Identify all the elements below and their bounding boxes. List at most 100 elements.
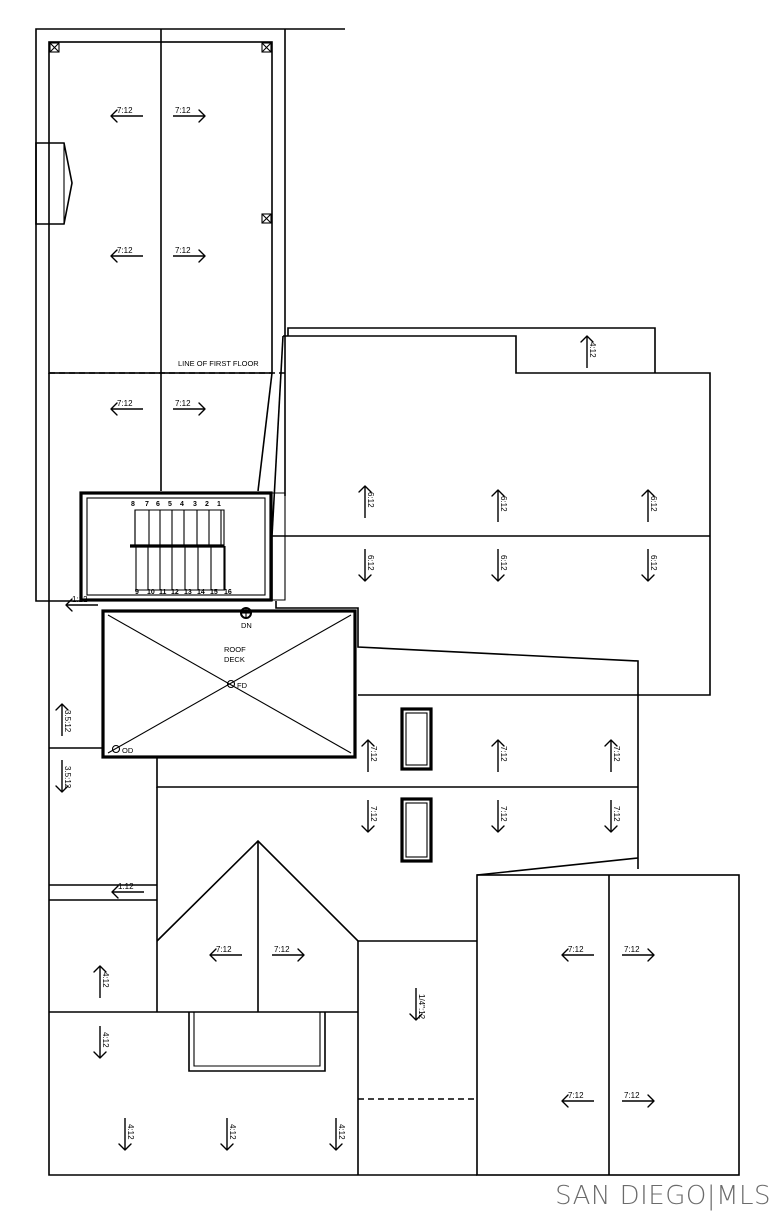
slope-arrow-left: 7:12 — [110, 246, 143, 263]
slope-arrow-up: 7:12 — [604, 739, 621, 772]
slope-label: 7:12 — [117, 106, 133, 115]
slope-label: 7:12 — [624, 945, 640, 954]
overflow-drain-label: OD — [122, 746, 134, 755]
slope-arrow-down: 1/4":12 — [409, 988, 426, 1021]
slope-label: 7:12 — [175, 106, 191, 115]
slope-label: 7:12 — [216, 945, 232, 954]
slope-label: 4:12 — [101, 1032, 110, 1048]
slope-arrow-down: 4:12 — [329, 1118, 346, 1151]
slope-label: 1/4":12 — [417, 994, 426, 1020]
stair-step-number: 15 — [210, 589, 218, 596]
stair-step-number: 9 — [135, 589, 139, 596]
upper-wing-outline — [35, 28, 345, 602]
middle-roof — [48, 601, 638, 1176]
slope-arrow-up: 6:12 — [358, 485, 375, 518]
slope-label: 6:12 — [649, 496, 658, 512]
slope-arrows: 7:12 7:12 7:12 7:12 7:12 7:12 4:12 6:12 6:12 6:12… — [55, 106, 658, 1151]
slope-label: 7:12 — [117, 246, 133, 255]
slope-label: 6:12 — [499, 496, 508, 512]
slope-arrow-right: 7:12 — [173, 399, 206, 416]
slope-label: 7:12 — [624, 1091, 640, 1100]
roof-deck-label-1: ROOF — [224, 645, 246, 654]
slope-arrow-left: 7:12 — [110, 399, 143, 416]
stair-step-number: 7 — [145, 501, 149, 508]
slope-arrow-up: 6:12 — [491, 489, 508, 522]
slope-arrow-up: 3.5:12 — [55, 703, 72, 736]
slope-label: 6:12 — [649, 555, 658, 571]
stair-step-number: 6 — [156, 501, 160, 508]
roof-deck — [101, 607, 357, 759]
stair-step-number: 4 — [180, 501, 184, 508]
roof-deck-label-2: DECK — [224, 655, 245, 664]
slope-label: 4:12 — [228, 1124, 237, 1140]
slope-arrow-right: 7:12 — [272, 945, 305, 962]
slope-arrow-left: 7:12 — [561, 1091, 594, 1108]
line-of-first-floor-label: LINE OF FIRST FLOOR — [178, 359, 259, 368]
slope-label: 6:12 — [366, 555, 375, 571]
upper-right-roof — [271, 327, 711, 869]
down-label: DN — [241, 621, 252, 630]
slope-label: 7:12 — [369, 806, 378, 822]
stair-step-number: 10 — [147, 589, 155, 596]
slope-label: 7:12 — [117, 399, 133, 408]
stair-step-number: 11 — [159, 589, 167, 596]
slope-label: 6:12 — [499, 555, 508, 571]
slope-label: 7:12 — [568, 945, 584, 954]
stair-step-number: 5 — [168, 501, 172, 508]
slope-arrow-right: 7:12 — [173, 106, 206, 123]
slope-arrow-up: 4:12 — [93, 965, 110, 998]
slope-label: 6:12 — [366, 492, 375, 508]
slope-arrow-down: 7:12 — [361, 800, 378, 833]
slope-arrow-left: 7:12 — [110, 106, 143, 123]
stair-step-number: 12 — [171, 589, 179, 596]
slope-arrow-up: 6:12 — [641, 489, 658, 522]
slope-arrow-left: 1:12 — [111, 882, 144, 899]
slope-arrow-right: 7:12 — [622, 1091, 655, 1108]
slope-label: 1:12 — [118, 882, 134, 891]
slope-arrow-up: 7:12 — [361, 739, 378, 772]
slope-arrow-left: 7:12 — [209, 945, 242, 962]
slope-label: 7:12 — [274, 945, 290, 954]
slope-arrow-left: 1:12 — [65, 595, 98, 612]
slope-arrow-down: 6:12 — [491, 549, 508, 582]
stair-step-number: 2 — [205, 501, 209, 508]
stair-step-number: 16 — [224, 589, 232, 596]
slope-arrow-right: 7:12 — [173, 246, 206, 263]
slope-arrow-down: 4:12 — [118, 1118, 135, 1151]
slope-label: 7:12 — [369, 746, 378, 762]
slope-arrow-right: 7:12 — [622, 945, 655, 962]
stair-step-number: 13 — [184, 589, 192, 596]
slope-arrow-down: 6:12 — [641, 549, 658, 582]
slope-label: 4:12 — [101, 972, 110, 988]
slope-arrow-down: 7:12 — [604, 800, 621, 833]
stair — [79, 491, 286, 602]
slope-label: 4:12 — [337, 1124, 346, 1140]
slope-label: 7:12 — [568, 1091, 584, 1100]
slope-arrow-down: 4:12 — [220, 1118, 237, 1151]
mls-watermark: SAN DIEGO|MLS — [555, 1181, 771, 1211]
slope-label: 3.5:12 — [63, 710, 72, 733]
slope-label: 7:12 — [499, 746, 508, 762]
stair-step-number: 1 — [217, 501, 221, 508]
slope-label: 7:12 — [175, 399, 191, 408]
slope-arrow-down: 7:12 — [491, 800, 508, 833]
slope-arrow-up: 7:12 — [491, 739, 508, 772]
slope-label: 3.5:12 — [63, 766, 72, 789]
stair-step-number: 8 — [131, 501, 135, 508]
floor-drain-label: FD — [237, 681, 248, 690]
slope-label: 7:12 — [612, 806, 621, 822]
slope-label: 1:12 — [72, 595, 88, 604]
stair-step-number: 3 — [193, 501, 197, 508]
slope-arrow-left: 7:12 — [561, 945, 594, 962]
slope-label: 7:12 — [612, 746, 621, 762]
slope-label: 4:12 — [126, 1124, 135, 1140]
stair-step-number: 14 — [197, 589, 205, 596]
slope-arrow-down: 6:12 — [358, 549, 375, 582]
slope-label: 7:12 — [175, 246, 191, 255]
slope-label: 7:12 — [499, 806, 508, 822]
slope-arrow-up: 4:12 — [580, 335, 597, 368]
slope-arrow-down: 4:12 — [93, 1026, 110, 1059]
slope-arrow-down: 3.5:12 — [55, 760, 72, 793]
